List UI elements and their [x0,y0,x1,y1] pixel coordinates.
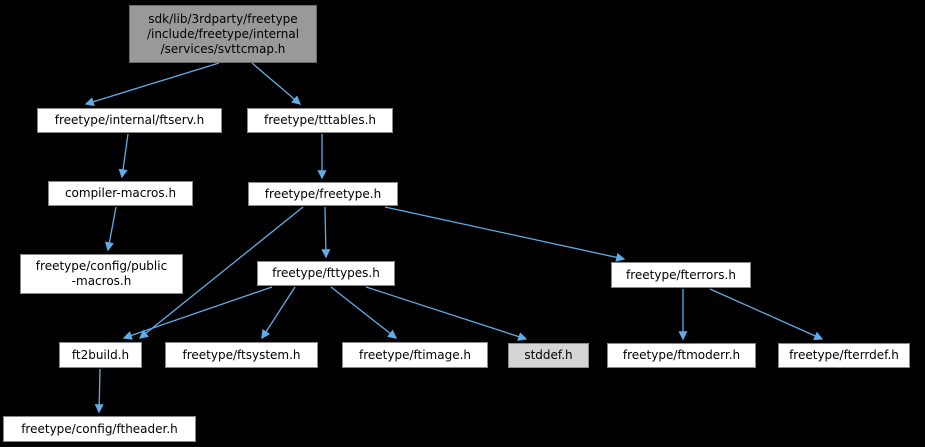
node-tttables-label: freetype/tttables.h [264,113,376,127]
node-freetype[interactable]: freetype/freetype.h [248,182,398,206]
node-ftsystem-label: freetype/ftsystem.h [182,347,301,362]
node-svttcmap-label: sdk/lib/3rdparty/freetype /include/freet… [146,11,300,56]
edge-svttcmap-tttables [251,62,302,105]
edge-ftserv-compiler [118,133,129,179]
node-ftserv-label: freetype/internal/ftserv.h [54,113,205,127]
node-ftheader-label: freetype/config/ftheader.h [21,421,178,436]
node-freetype-label: freetype/freetype.h [264,186,382,201]
node-public-macros-label: freetype/config/public -macros.h [35,259,168,288]
node-fttypes[interactable]: freetype/fttypes.h [257,261,395,286]
edge-ft2build-ftheader [94,368,104,414]
node-ftmoderr-label: freetype/ftmoderr.h [622,348,741,362]
node-fterrdef-label: freetype/fterrdef.h [789,348,899,362]
edge-svttcmap-ftserv [84,62,220,107]
node-fterrors[interactable]: freetype/fterrors.h [611,262,751,288]
node-ftserv[interactable]: freetype/internal/ftserv.h [37,108,222,133]
edge-freetype-ft2build [138,206,304,339]
node-svttcmap: sdk/lib/3rdparty/freetype /include/freet… [129,5,317,63]
node-fttypes-label: freetype/fttypes.h [272,266,380,280]
edge-fterrors-fterrdef [709,288,824,341]
node-stddef: stddef.h [508,343,589,368]
node-ftsystem[interactable]: freetype/ftsystem.h [165,342,318,368]
node-tttables[interactable]: freetype/tttables.h [247,108,393,133]
edge-freetype-fterrors [384,206,626,262]
node-ft2build-label: ft2build.h [71,347,130,362]
node-ft2build[interactable]: ft2build.h [59,342,142,368]
edge-freetype-fttypes [321,206,331,259]
node-fterrors-label: freetype/fterrors.h [626,267,736,282]
node-stddef-label: stddef.h [524,348,573,362]
node-compiler-macros-label: compiler-macros.h [64,186,177,200]
edge-compiler-publicmacros [104,206,117,252]
node-ftmoderr[interactable]: freetype/ftmoderr.h [607,343,756,368]
node-ftheader[interactable]: freetype/config/ftheader.h [3,416,196,442]
edge-fttypes-stddef [365,286,528,341]
edge-fttypes-ftimage [330,286,398,339]
node-compiler-macros[interactable]: compiler-macros.h [48,181,193,206]
node-ftimage-label: freetype/ftimage.h [358,347,472,362]
edge-fttypes-ft2build [122,286,273,340]
node-fterrdef[interactable]: freetype/fterrdef.h [778,343,910,368]
node-ftimage[interactable]: freetype/ftimage.h [342,342,488,368]
edge-fttypes-ftsystem [261,286,296,340]
node-public-macros[interactable]: freetype/config/public -macros.h [20,254,183,294]
